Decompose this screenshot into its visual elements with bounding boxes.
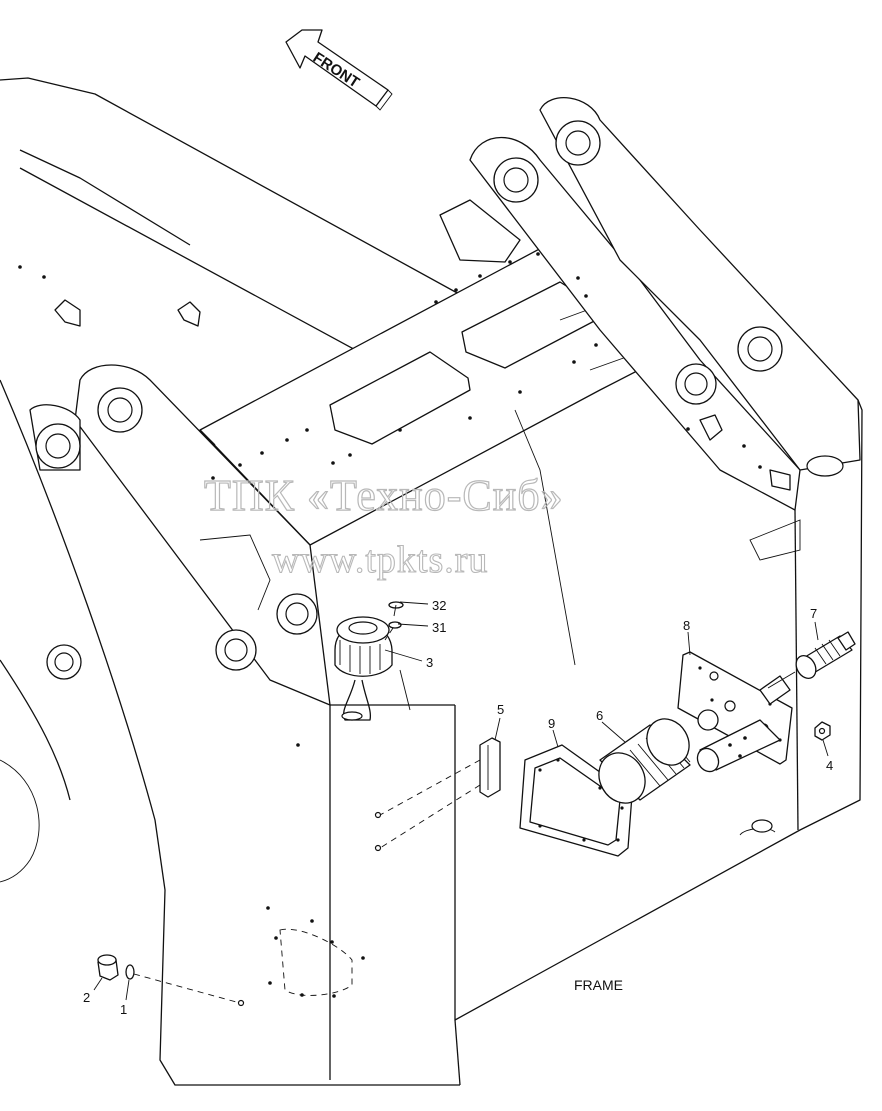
part-9-gasket [519,744,633,857]
callout-1: 1 [120,1002,127,1017]
part-7-fitting [795,631,856,679]
callout-5: 5 [497,702,504,717]
callout-7: 7 [810,606,817,621]
right-tower [469,97,861,561]
watermark-company: ТПК «Техно-Сиб» [204,471,564,520]
part-6-filter [598,718,691,804]
frame-label: FRAME [574,977,623,993]
callout-numbers: 32 31 3 5 9 6 8 7 4 2 1 [83,598,833,1017]
callout-4: 4 [826,758,833,773]
mounting-holes [18,252,762,998]
frame-brackets [54,199,791,711]
part-3-filler-cap [334,616,393,721]
part-31-32-screw-washer [384,601,404,641]
part-8-plate [677,651,796,773]
part-5-bracket [374,737,501,852]
part-1-2-drain-plug [97,954,245,1007]
callout-2: 2 [83,990,90,1005]
access-panel-outline [279,928,353,996]
watermark: ТПК «Техно-Сиб» www.tpkts.ru [203,470,564,581]
left-tower [29,364,331,706]
part-4-nut [814,721,831,741]
frame-body [0,77,863,1086]
callout-8: 8 [683,618,690,633]
watermark-url: www.tpkts.ru [272,539,488,581]
front-arrow: FRONT [285,29,393,111]
callout-32: 31 [432,620,446,635]
callout-3: 3 [426,655,433,670]
callout-31: 32 [432,598,446,613]
callout-9: 9 [548,716,555,731]
leader-lines [93,601,829,1001]
callout-6: 6 [596,708,603,723]
